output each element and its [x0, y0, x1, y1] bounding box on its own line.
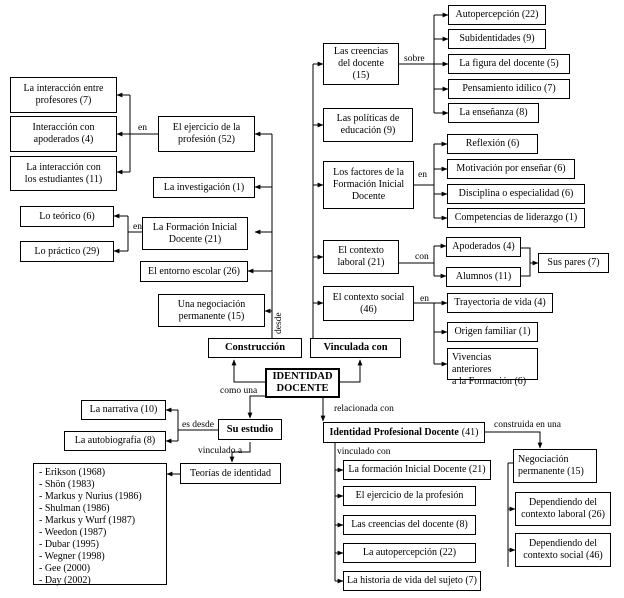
estudio-node: Su estudio — [218, 419, 282, 440]
vinculada-item: Las políticas de educación (9) — [323, 108, 413, 142]
link-label: en — [133, 222, 142, 232]
profesional-item: Las creencias del docente (8) — [343, 515, 476, 535]
estudio-method: La narrativa (10) — [81, 400, 166, 420]
vinculada-item: El contexto social (46) — [323, 286, 414, 321]
link-label: con — [415, 252, 429, 262]
profesional-node: Identidad Profesional Docente (41) — [323, 422, 485, 443]
vinculada-subitem: Autopercepción (22) — [448, 5, 546, 25]
dependiendo-node: Dependiendo del contexto social (46) — [515, 533, 611, 567]
link-label: es desde — [182, 420, 214, 430]
author-item: - Gee (2000) — [39, 563, 91, 574]
vinculada-subitem: Alumnos (11) — [446, 267, 521, 287]
author-item: - Wegner (1998) — [39, 551, 105, 562]
construccion-subitem: Lo teórico (6) — [20, 206, 114, 227]
construccion-item: El entorno escolar (26) — [140, 261, 248, 282]
vinculada-subitem: Sus pares (7) — [538, 253, 609, 273]
vinculada-subitem: La enseñanza (8) — [448, 103, 539, 123]
link-label: construida en una — [494, 420, 562, 430]
connector — [521, 247, 539, 266]
construccion-subitem: La interacción con los estudiantes (11) — [10, 156, 117, 191]
author-item: - Day (2002) — [39, 575, 91, 586]
profesional-item: La formación Inicial Docente (21) — [343, 460, 491, 480]
connector — [229, 442, 251, 463]
link-label: como una — [220, 386, 258, 396]
author-item: - Shön (1983) — [39, 479, 95, 490]
profesional-item: La historia de vida del sujeto (7) — [343, 571, 481, 591]
vinculada-subitem: Competencias de liderazgo (1) — [447, 208, 585, 228]
vinculada-item: Las creencias del docente (15) — [323, 43, 399, 85]
vinculada-subitem: Pensamiento idílico (7) — [448, 79, 570, 99]
vinculada-item: El contexto laboral (21) — [323, 240, 399, 274]
vinculada-subitem: Subidentidades (9) — [448, 29, 546, 49]
link-label: en — [138, 123, 147, 133]
vinculada-subitem: Reflexión (6) — [447, 134, 538, 154]
profesional-item: La autopercepción (22) — [343, 543, 476, 563]
connector — [340, 359, 363, 383]
construccion-subitem: Interacción con apoderados (4) — [10, 116, 117, 152]
vinculada-subitem: Disciplina o especialidad (6) — [447, 184, 585, 204]
authors-list: - Erikson (1968) - Shön (1983) - Markus … — [33, 463, 167, 586]
link-label: sobre — [404, 54, 425, 64]
connector — [231, 359, 265, 383]
author-item: - Markus y Nurius (1986) — [39, 491, 142, 502]
construccion-item: El ejercicio de la profesión (52) — [158, 116, 255, 152]
construccion-subitem: La interacción entre profesores (7) — [10, 77, 117, 113]
vinculada-subitem: La figura del docente (5) — [448, 54, 570, 74]
vinculada-subitem: Vivencias anteriores a la Formación (6) — [447, 348, 538, 387]
construccion-node: Construcción — [208, 338, 302, 358]
profesional-item: El ejercicio de la profesión — [343, 486, 476, 506]
author-item: - Weedon (1987) — [39, 527, 107, 538]
dependiendo-node: Dependiendo del contexto laboral (26) — [515, 492, 611, 526]
vinculada-item: Los factores de la Formación Inicial Doc… — [323, 161, 414, 209]
link-label: vinculado con — [337, 447, 391, 457]
vinculada-subitem: Origen familiar (1) — [447, 322, 538, 342]
connector — [485, 431, 543, 449]
link-label: en — [418, 170, 427, 180]
author-item: - Shulman (1986) — [39, 503, 110, 514]
construccion-item: La investigación (1) — [153, 177, 255, 198]
vinculada-subitem: Apoderados (4) — [446, 237, 521, 257]
vinculada-node: Vinculada con — [310, 338, 401, 358]
profesional-title: Identidad Profesional Docente — [329, 426, 459, 438]
construccion-item: La Formación Inicial Docente (21) — [142, 217, 248, 250]
link-label: vinculado a — [198, 446, 243, 456]
link-label: relacionada con — [334, 404, 394, 414]
vinculada-subitem: Motivación por enseñar (6) — [447, 159, 575, 179]
link-label: desde — [274, 312, 284, 334]
construccion-item: Una negociación permanente (15) — [158, 294, 265, 327]
link-label: en — [420, 294, 429, 304]
center-node: IDENTIDAD DOCENTE — [265, 368, 340, 398]
construccion-subitem: Lo práctico (29) — [20, 241, 114, 262]
connector — [247, 395, 270, 419]
negociacion-node: Negociación permanente (15) — [513, 449, 597, 483]
vinculada-subitem: Trayectoria de vida (4) — [447, 293, 553, 313]
author-item: - Dubar (1995) — [39, 539, 99, 550]
teorias-node: Teorías de identidad — [180, 463, 281, 484]
author-item: - Markus y Wurf (1987) — [39, 515, 136, 526]
connector — [521, 263, 531, 277]
profesional-count: (41) — [461, 426, 479, 438]
estudio-method: La autobiografía (8) — [64, 431, 166, 451]
author-item: - Erikson (1968) — [39, 467, 106, 478]
